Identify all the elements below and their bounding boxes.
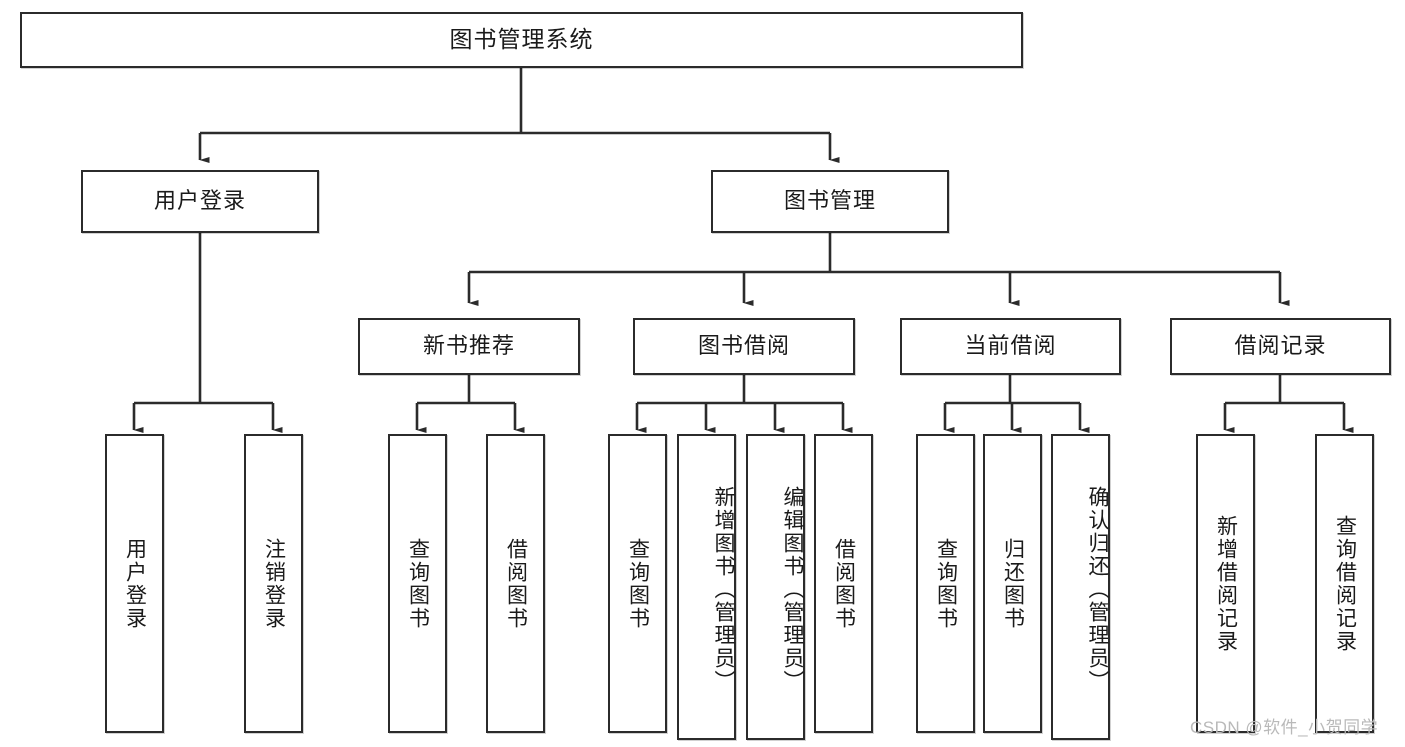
leaf-book-borrow-add-admin[interactable]: 新增图书（管理员）: [677, 434, 736, 740]
node-label: 借阅图书: [832, 537, 856, 630]
node-label: 新增图书（管理员）: [712, 485, 735, 693]
leaf-new-book-borrow[interactable]: 借阅图书: [486, 434, 545, 733]
node-label: 借阅图书: [504, 537, 528, 630]
leaf-current-borrow-query[interactable]: 查询图书: [916, 434, 975, 733]
leaf-new-book-query[interactable]: 查询图书: [388, 434, 447, 733]
leaf-borrow-records-add[interactable]: 新增借阅记录: [1196, 434, 1255, 733]
node-label: 图书管理系统: [449, 26, 594, 53]
node-label: 编辑图书（管理员）: [781, 485, 804, 693]
node-label: 查询图书: [626, 537, 650, 630]
node-label: 注销登录: [262, 537, 286, 630]
leaf-book-borrow-edit-admin[interactable]: 编辑图书（管理员）: [746, 434, 805, 740]
node-label: 新增借阅记录: [1214, 514, 1238, 653]
node-label: 查询图书: [406, 537, 430, 630]
leaf-borrow-records-query[interactable]: 查询借阅记录: [1315, 434, 1374, 733]
node-label: 新书推荐: [422, 333, 515, 359]
leaf-book-borrow-query[interactable]: 查询图书: [608, 434, 667, 733]
csdn-watermark: CSDN @软件_小贺同学: [1190, 718, 1379, 737]
node-label: 图书借阅: [697, 333, 790, 359]
node-current-borrow[interactable]: 当前借阅: [900, 318, 1121, 375]
node-label: 用户登录: [123, 537, 147, 630]
node-book-borrow[interactable]: 图书借阅: [633, 318, 855, 375]
node-label: 查询借阅记录: [1333, 514, 1357, 653]
node-label: 当前借阅: [964, 333, 1057, 359]
leaf-book-borrow-borrow[interactable]: 借阅图书: [814, 434, 873, 733]
node-label: 查询图书: [934, 537, 958, 630]
leaf-current-borrow-confirm-return-admin[interactable]: 确认归还（管理员）: [1051, 434, 1110, 740]
node-new-book-recommend[interactable]: 新书推荐: [358, 318, 580, 375]
node-user-login[interactable]: 用户登录: [81, 170, 319, 233]
node-borrow-records[interactable]: 借阅记录: [1170, 318, 1391, 375]
node-book-management[interactable]: 图书管理: [711, 170, 949, 233]
leaf-user-login-login[interactable]: 用户登录: [105, 434, 164, 733]
node-label: 用户登录: [153, 188, 246, 214]
node-label: 确认归还（管理员）: [1086, 485, 1109, 693]
node-root-book-management-system[interactable]: 图书管理系统: [20, 12, 1023, 68]
leaf-current-borrow-return[interactable]: 归还图书: [983, 434, 1042, 733]
node-label: 图书管理: [783, 188, 876, 214]
node-label: 归还图书: [1001, 537, 1025, 630]
node-label: 借阅记录: [1234, 333, 1327, 359]
leaf-user-login-logout[interactable]: 注销登录: [244, 434, 303, 733]
